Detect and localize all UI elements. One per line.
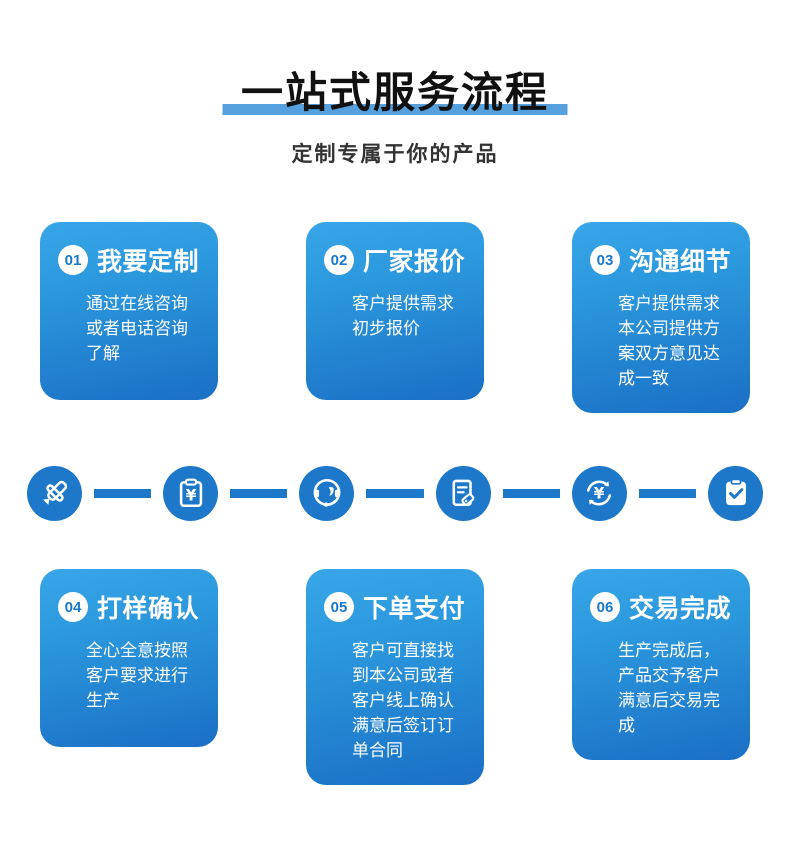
connector-line — [366, 488, 424, 498]
headset-service-icon — [299, 465, 355, 521]
svg-text:¥: ¥ — [594, 484, 605, 502]
step-description: 生产完成后，产品交予客户满意后交易完成 — [618, 641, 720, 735]
connector-line — [502, 488, 560, 498]
step-number-badge: 05 — [324, 592, 354, 622]
page-subtitle: 定制专属于你的产品 — [291, 143, 499, 166]
step-description: 客户可直接找到本公司或者客户线上确认满意后签订订单合同 — [352, 641, 454, 760]
step-title: 厂家报价 — [363, 248, 466, 276]
clipboard-yuan-icon: ¥ — [163, 465, 219, 521]
svg-text:¥: ¥ — [185, 486, 196, 504]
step-number-badge: 06 — [590, 592, 620, 622]
process-icon-strip: ¥ — [0, 465, 790, 521]
step-card-5: 05 下单支付 客户可直接找到本公司或者客户线上确认满意后签订订单合同 — [306, 569, 484, 785]
step-description: 客户提供需求本公司提供方案双方意见达成一致 — [618, 294, 720, 388]
page-title: 一站式服务流程 — [240, 69, 549, 116]
cards-row-bottom: 04 打样确认 全心全意按照客户要求进行生产 05 下单支付 客户可直接找到本公… — [0, 569, 790, 785]
step-number-badge: 02 — [324, 245, 354, 275]
yuan-cycle-icon: ¥ — [571, 465, 627, 521]
card-head: 01 我要定制 — [58, 242, 204, 278]
step-title: 下单支付 — [363, 595, 466, 623]
clipboard-check-icon — [708, 465, 764, 521]
cards-row-top: 01 我要定制 通过在线咨询或者电话咨询了解 02 厂家报价 客户提供需求初步报… — [0, 222, 790, 413]
title-underline-bar — [222, 104, 568, 115]
step-description: 全心全意按照客户要求进行生产 — [86, 641, 188, 710]
card-head: 05 下单支付 — [324, 589, 470, 625]
step-title: 沟通细节 — [629, 248, 732, 276]
card-head: 02 厂家报价 — [324, 242, 470, 278]
step-card-6: 06 交易完成 生产完成后，产品交予客户满意后交易完成 — [572, 569, 750, 760]
card-head: 06 交易完成 — [590, 589, 736, 625]
document-tag-icon — [435, 465, 491, 521]
step-card-1: 01 我要定制 通过在线咨询或者电话咨询了解 — [40, 222, 218, 400]
step-number-badge: 04 — [58, 592, 88, 622]
card-head: 04 打样确认 — [58, 589, 204, 625]
step-card-3: 03 沟通细节 客户提供需求本公司提供方案双方意见达成一致 — [572, 222, 750, 413]
card-head: 03 沟通细节 — [590, 242, 736, 278]
header: 一站式服务流程 定制专属于你的产品 — [0, 70, 790, 168]
step-title: 我要定制 — [97, 248, 200, 276]
connector-line — [638, 488, 697, 498]
step-description: 通过在线咨询或者电话咨询了解 — [86, 294, 188, 363]
step-number-badge: 03 — [590, 245, 620, 275]
step-number-badge: 01 — [58, 245, 88, 275]
step-description: 客户提供需求初步报价 — [352, 294, 454, 338]
step-card-4: 04 打样确认 全心全意按照客户要求进行生产 — [40, 569, 218, 747]
title-wrap: 一站式服务流程 — [222, 69, 568, 116]
connector-line — [230, 488, 288, 498]
step-card-2: 02 厂家报价 客户提供需求初步报价 — [306, 222, 484, 400]
step-title: 交易完成 — [629, 595, 732, 623]
pen-customize-icon — [27, 465, 82, 521]
step-title: 打样确认 — [97, 595, 200, 623]
connector-line — [94, 488, 152, 498]
